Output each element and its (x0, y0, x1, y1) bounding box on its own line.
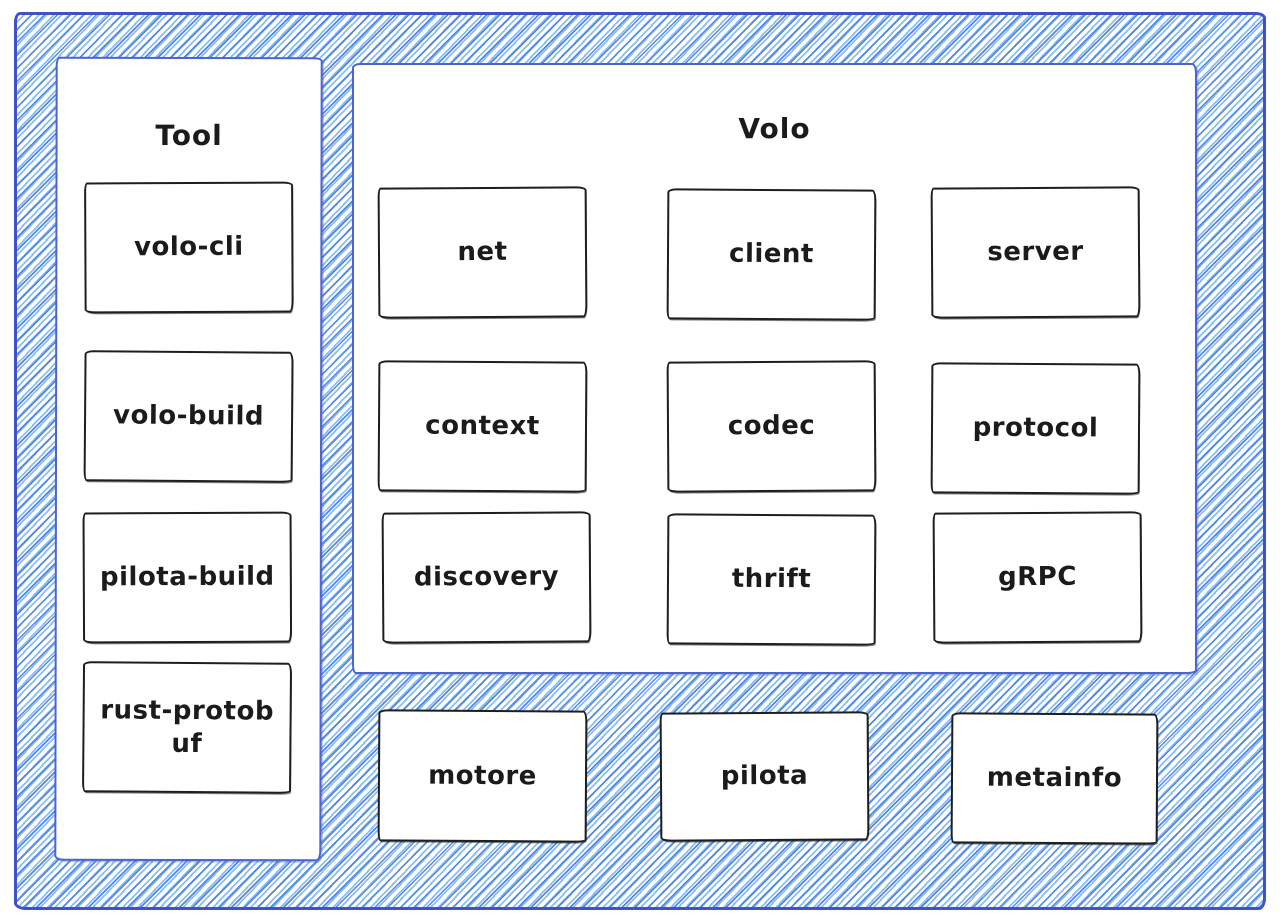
node-context: context (377, 360, 588, 493)
node-label: discovery (413, 561, 560, 593)
node-client: client (666, 188, 877, 321)
node-thrift: thrift (666, 513, 877, 646)
node-pilota-build: pilota-build (82, 511, 293, 644)
volo-group-panel: Volo net client server context codec pro… (352, 63, 1197, 674)
node-label: client (729, 238, 814, 270)
node-motore: motore (377, 709, 588, 843)
node-label: protocol (972, 412, 1099, 444)
node-protocol: protocol (930, 362, 1141, 495)
node-label: thrift (731, 564, 812, 595)
tool-group-panel: Tool volo-cli volo-build pilota-build ru… (54, 56, 323, 862)
node-server: server (930, 186, 1141, 319)
volo-group-title: Volo (738, 112, 811, 145)
node-rust-protobuf: rust-protobuf (82, 661, 293, 794)
node-label: context (425, 410, 540, 442)
node-volo-cli: volo-cli (84, 181, 294, 314)
node-label: volo-cli (133, 232, 244, 263)
node-grpc: gRPC (932, 511, 1143, 644)
node-label: pilota-build (99, 561, 275, 593)
node-volo-build: volo-build (83, 350, 294, 483)
node-label: net (457, 237, 508, 268)
architecture-frame: Tool volo-cli volo-build pilota-build ru… (14, 12, 1266, 910)
node-label: volo-build (112, 400, 265, 432)
node-label: codec (727, 410, 816, 442)
node-label: gRPC (998, 562, 1077, 593)
node-pilota: pilota (659, 711, 870, 842)
tool-group-title: Tool (155, 118, 223, 153)
node-label: pilota (720, 760, 809, 792)
node-label: metainfo (986, 762, 1123, 794)
node-label: server (987, 236, 1084, 268)
node-net: net (377, 186, 588, 319)
node-codec: codec (666, 360, 877, 493)
node-discovery: discovery (381, 511, 592, 644)
node-label: rust-protobuf (100, 695, 275, 759)
node-label: motore (428, 760, 537, 792)
node-metainfo: metainfo (950, 712, 1159, 845)
